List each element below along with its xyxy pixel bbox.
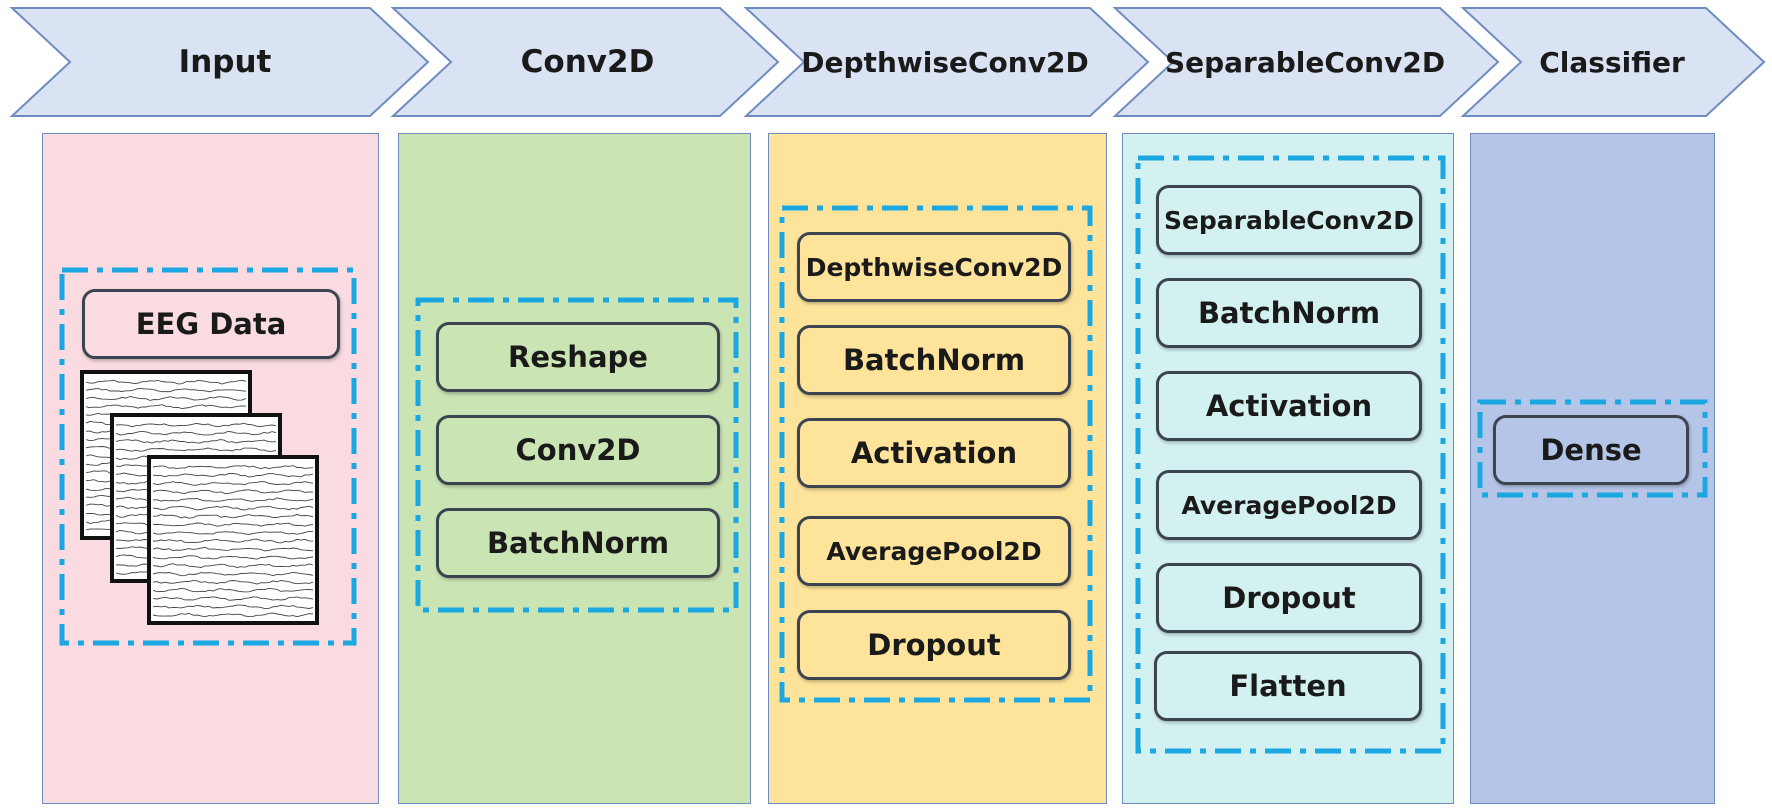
- layer-dropout: Dropout: [1156, 563, 1422, 633]
- stage-label-depthwise: DepthwiseConv2D: [801, 45, 1089, 79]
- layer-dropout: Dropout: [797, 610, 1071, 680]
- stage-label-conv2d: Conv2D: [520, 44, 655, 80]
- stage-header-arrows: [9, 7, 1766, 117]
- group-border-classifier: [1477, 399, 1708, 498]
- group-border-input: [59, 267, 357, 646]
- layer-flatten: Flatten: [1154, 651, 1422, 721]
- stage-label-classifier: Classifier: [1539, 45, 1685, 79]
- chevron-conv2d: [390, 7, 780, 117]
- layer-reshape: Reshape: [436, 322, 720, 392]
- layer-batchnorm: BatchNorm: [1156, 278, 1422, 348]
- layer-conv2d: Conv2D: [436, 415, 720, 485]
- layer-batchnorm: BatchNorm: [436, 508, 720, 578]
- layer-separableconv2d: SeparableConv2D: [1156, 185, 1422, 255]
- stage-label-input: Input: [178, 44, 272, 80]
- layer-dense: Dense: [1493, 415, 1689, 485]
- chevron-classifier: [1460, 7, 1766, 117]
- layer-eeg-data: EEG Data: [82, 289, 340, 359]
- chevron-separable: [1112, 7, 1500, 117]
- eeg-signal-stack-icon: [80, 370, 319, 625]
- layer-depthwiseconv2d: DepthwiseConv2D: [797, 232, 1071, 302]
- group-border-conv2d: [415, 297, 739, 613]
- chevron-depthwise: [743, 7, 1150, 117]
- layer-batchnorm: BatchNorm: [797, 325, 1071, 395]
- group-border-depthwise: [779, 205, 1093, 703]
- layer-activation: Activation: [797, 418, 1071, 488]
- layer-averagepool2d: AveragePool2D: [797, 516, 1071, 586]
- group-border-separable: [1135, 155, 1446, 754]
- stage-label-separable: SeparableConv2D: [1164, 45, 1446, 79]
- chevron-input: [9, 7, 430, 117]
- layer-activation: Activation: [1156, 371, 1422, 441]
- layer-averagepool2d: AveragePool2D: [1156, 470, 1422, 540]
